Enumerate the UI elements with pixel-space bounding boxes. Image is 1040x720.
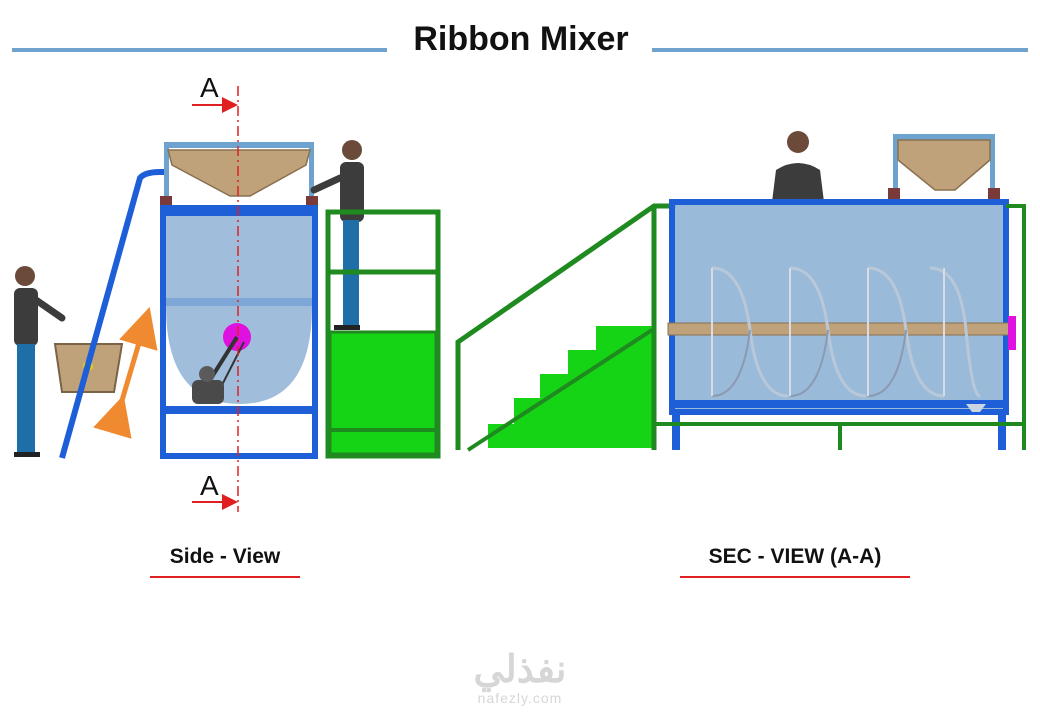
shaft-coupling [1008,316,1016,350]
side-view-underline [150,576,300,578]
section-view-caption: SEC - VIEW (A-A) [708,545,882,568]
drive-motor [192,366,224,404]
side-view-caption: Side - View [169,545,281,568]
title-rule-right [652,48,1028,52]
side-view [14,86,441,512]
hopper-frame-top [164,142,314,148]
section-view [455,131,1026,452]
hopper-section [888,134,1000,200]
title-rule-left [12,48,387,52]
section-frame [656,199,1026,450]
watermark-arabic: نفذلي [473,649,567,691]
section-label-bottom: A [200,470,219,501]
operator-left-figure [14,266,66,457]
watermark: نفذلي nafezly.com [440,650,600,706]
ribbon-agitator [711,266,981,398]
mixing-tank-side [166,216,312,404]
travel-arrow [93,306,158,439]
operator-platform-figure [310,140,364,330]
operator-platform [325,209,441,459]
page-title: Ribbon Mixer [413,20,629,58]
section-view-underline [680,576,910,578]
access-stairs [455,203,676,452]
discharge-valve [966,404,986,412]
section-label-top: A [200,72,219,103]
watermark-url: nafezly.com [477,690,563,706]
operator-section-figure [772,131,824,202]
hopper [167,149,311,197]
agitator-shaft [667,322,1015,336]
title-bar: Ribbon Mixer [0,20,1040,70]
skip-hoist-rail [59,169,164,459]
